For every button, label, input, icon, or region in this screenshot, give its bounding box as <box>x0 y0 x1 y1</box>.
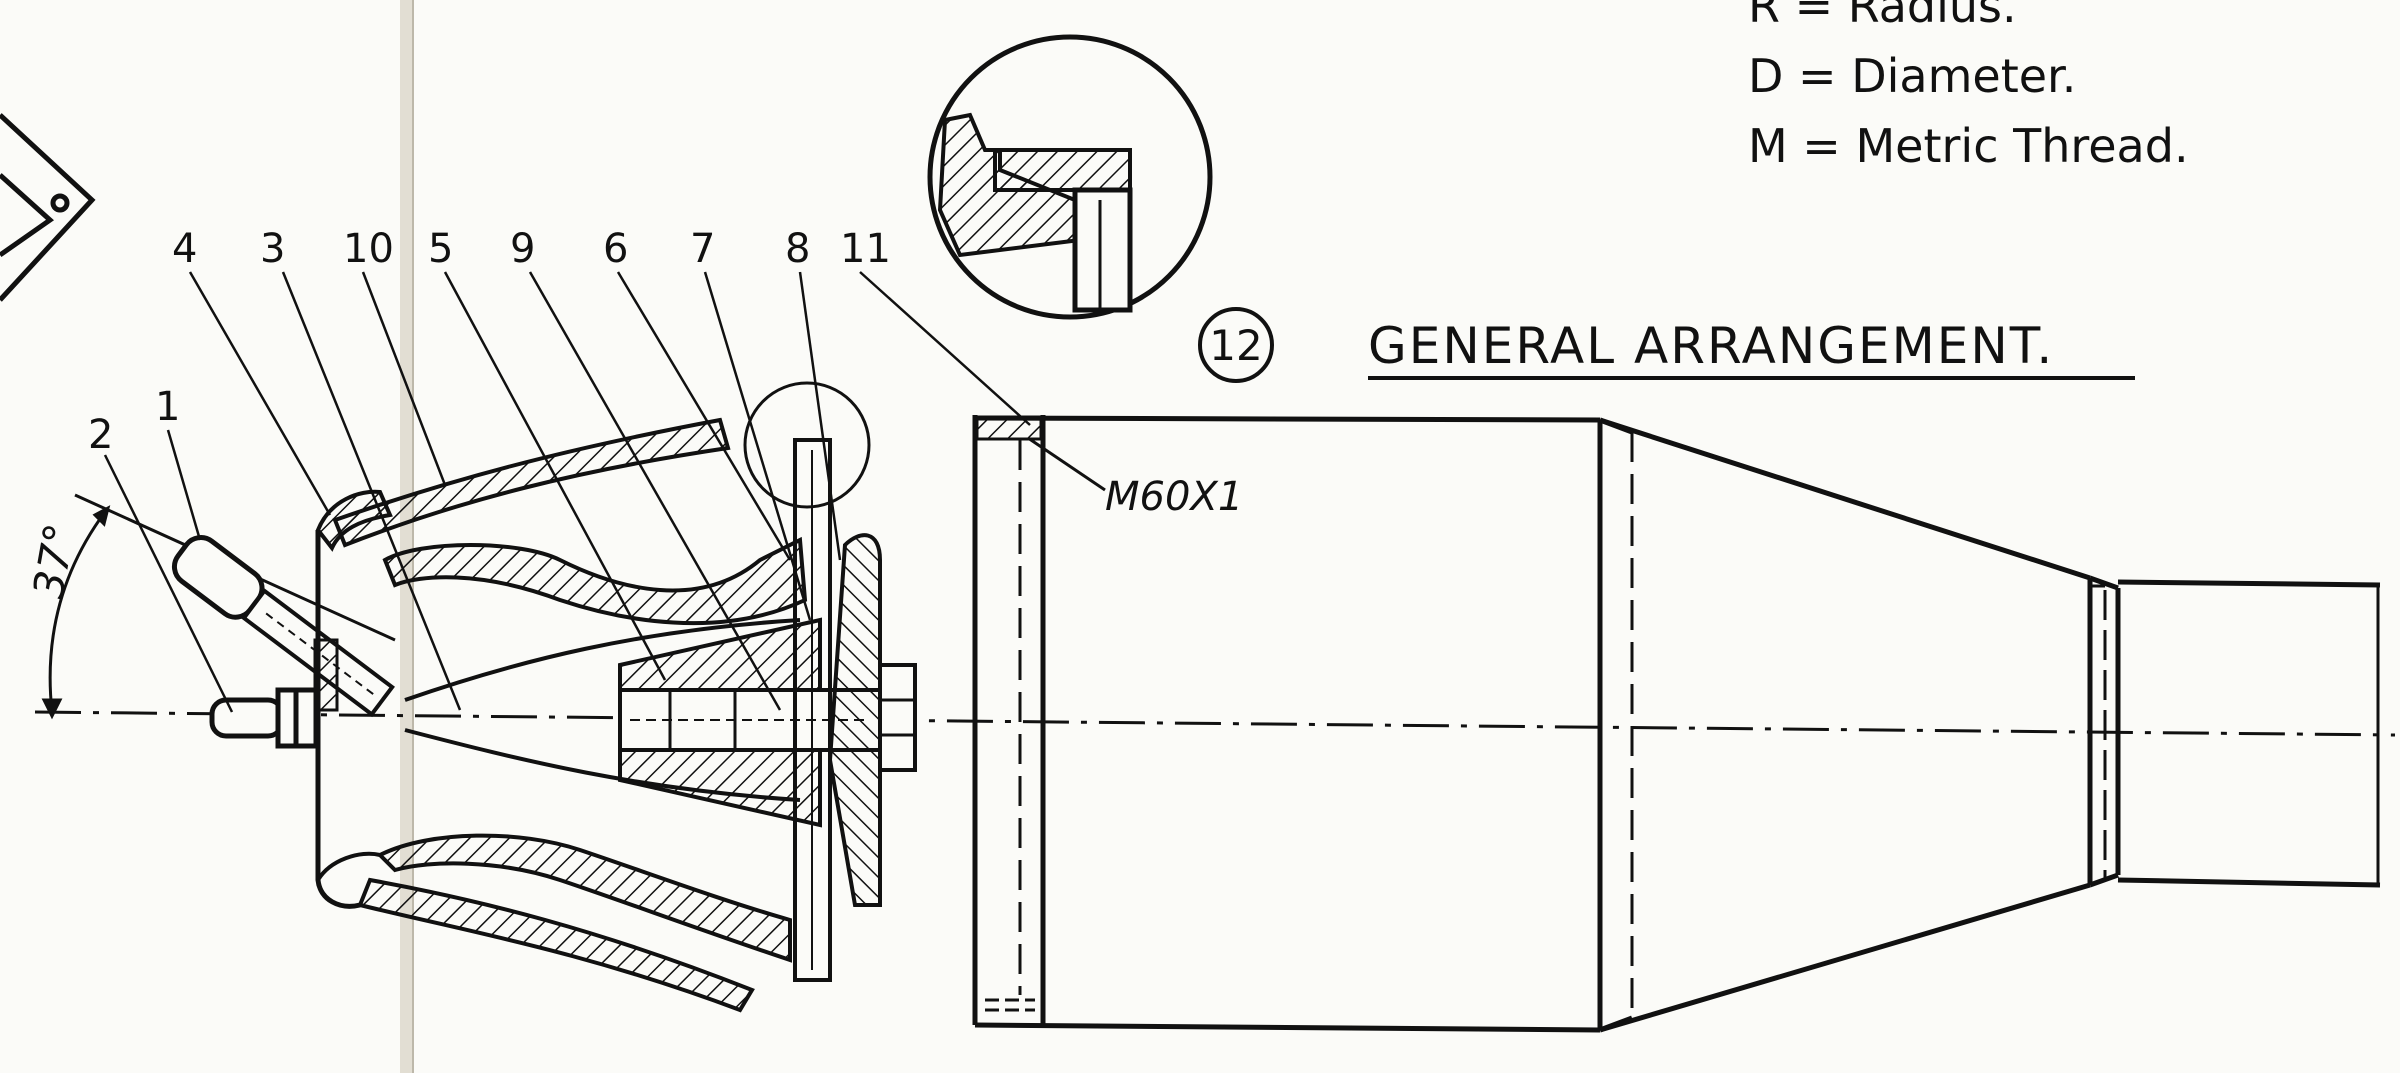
callout-11: 11 <box>840 226 891 272</box>
callout-3: 3 <box>260 226 285 272</box>
callout-5: 5 <box>428 226 453 272</box>
part-10-lower-casing <box>357 833 792 1013</box>
callout-1: 1 <box>155 384 180 430</box>
center-line <box>34 710 2396 737</box>
callout-10: 10 <box>343 226 394 272</box>
angle-label: 37° <box>24 520 85 602</box>
callout-6: 6 <box>603 226 628 272</box>
callout-9: 9 <box>510 226 535 272</box>
callout-2: 2 <box>88 412 113 458</box>
part-2-axial-injector <box>209 687 319 749</box>
part-8-end-plate <box>827 533 917 907</box>
leader-lines <box>103 271 1031 713</box>
title-number: 12 <box>1209 321 1262 370</box>
callouts: 4 3 10 5 9 6 7 8 11 2 1 <box>88 226 1031 713</box>
legend-radius: R = Radius. <box>1748 0 2017 33</box>
drawing-title: GENERAL ARRANGEMENT. <box>1368 317 2054 375</box>
callout-7: 7 <box>690 226 715 272</box>
thread-leader <box>1027 436 1106 492</box>
part-4-intake-bell <box>313 489 393 909</box>
detail-marker-circle <box>743 381 871 509</box>
legend-metric: M = Metric Thread. <box>1748 119 2189 173</box>
callout-4: 4 <box>172 226 197 272</box>
partial-view-fragment <box>0 113 96 302</box>
thread-label: M60X1 <box>1105 474 1243 520</box>
part-7-retaining-ring <box>793 438 832 982</box>
legend-diameter: D = Diameter. <box>1748 49 2076 103</box>
part-12-tail-pipe <box>972 415 2381 1033</box>
callout-8: 8 <box>785 226 810 272</box>
detail-view <box>927 34 1213 320</box>
paper-fold <box>400 0 412 1073</box>
title-number-circle <box>1198 307 1274 383</box>
